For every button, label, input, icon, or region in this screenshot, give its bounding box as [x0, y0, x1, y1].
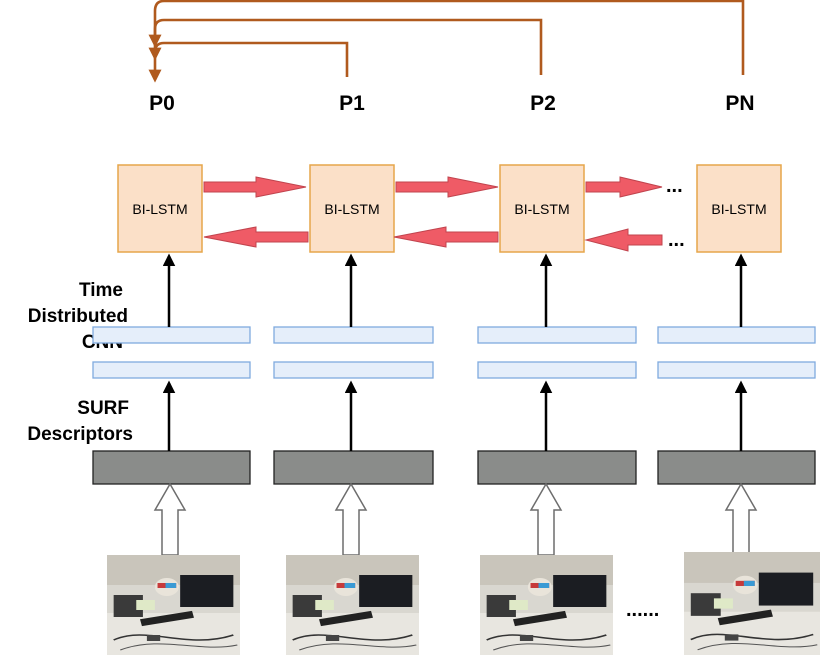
surf-bar-1 [92, 450, 251, 485]
cnn-bar-top-3 [477, 326, 637, 344]
cnn-label-line-1: Time [79, 280, 123, 301]
feedback-arrow-p1 [148, 41, 349, 83]
input-arrow-n [724, 482, 758, 556]
surf-label-line-2: Descriptors [27, 424, 133, 445]
bilstm-box-label: BI-LSTM [324, 201, 379, 217]
output-label-pn: PN [725, 92, 754, 115]
cnn-bar-bottom-2 [273, 361, 434, 379]
input-frame-image-2 [285, 554, 420, 656]
output-label-p1: P1 [339, 92, 365, 115]
input-frame-image-n [682, 550, 820, 656]
cnn-bar-bottom-n [657, 361, 816, 379]
feedback-arrows [148, 0, 745, 83]
cnn-layer [92, 326, 816, 379]
surf-label-line-1: SURF [77, 398, 129, 419]
output-label-p2: P2 [530, 92, 556, 115]
feedback-arrow-pn [148, 0, 745, 75]
frames-ellipsis: ...... [626, 599, 659, 621]
input-frame-image-3 [479, 554, 614, 656]
surf-bar-n [657, 450, 816, 485]
cnn-bar-top-1 [92, 326, 251, 344]
bilstm-box-3 [499, 164, 585, 253]
forward-arrow-1 [203, 176, 307, 198]
cnn-bar-top-2 [273, 326, 434, 344]
cnn-label-line-2: Distributed [28, 306, 128, 327]
backward-arrow-1 [203, 226, 309, 248]
input-frame-image-1 [106, 554, 241, 656]
surf-label: SURF Descriptors [27, 398, 133, 445]
output-labels: P0 P1 P2 PN [149, 92, 754, 115]
input-arrows [153, 482, 758, 556]
forward-arrow-3 [585, 176, 663, 198]
backward-ellipsis: ... [668, 229, 685, 251]
feedback-arrow-p2 [148, 18, 543, 75]
bilstm-box-label: BI-LSTM [711, 201, 766, 217]
backward-arrow-2 [393, 226, 499, 248]
recurrent-arrows [203, 176, 663, 252]
forward-ellipsis: ... [666, 175, 683, 197]
input-arrow-3 [529, 482, 563, 556]
bilstm-row: BI-LSTM BI-LSTM BI-LSTM BI-LSTM [117, 164, 782, 253]
surf-bar-2 [273, 450, 434, 485]
output-label-p0: P0 [149, 92, 175, 115]
bilstm-box-2 [309, 164, 395, 253]
bilstm-box-label: BI-LSTM [514, 201, 569, 217]
cnn-bar-top-n [657, 326, 816, 344]
backward-arrow-3 [584, 228, 663, 252]
cnn-bar-bottom-3 [477, 361, 637, 379]
input-arrow-1 [153, 482, 187, 556]
input-arrow-2 [334, 482, 368, 556]
surf-bar-3 [477, 450, 637, 485]
input-frames [106, 550, 820, 656]
surf-layer [92, 450, 816, 485]
forward-arrow-2 [395, 176, 499, 198]
bilstm-box-label: BI-LSTM [132, 201, 187, 217]
bilstm-box-n [696, 164, 782, 253]
feature-arrows [162, 253, 748, 451]
bilstm-box-1 [117, 164, 203, 253]
cnn-bar-bottom-1 [92, 361, 251, 379]
